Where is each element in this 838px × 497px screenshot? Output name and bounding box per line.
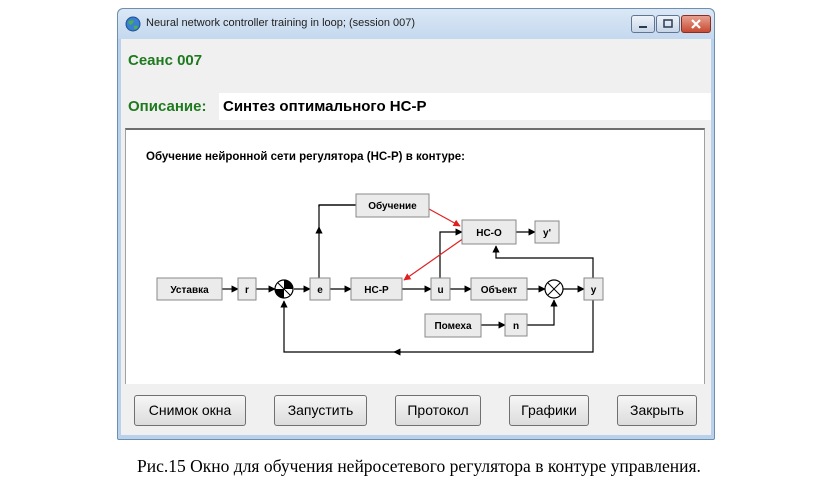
block-training: Обучение — [355, 193, 430, 218]
u-label: u — [437, 285, 443, 296]
window-title: Neural network controller training in lo… — [146, 17, 416, 29]
panel-heading: Обучение нейронной сети регулятора (НС-Р… — [146, 151, 465, 163]
n-label: n — [513, 321, 519, 332]
block-u: u — [430, 277, 451, 301]
description-label: Описание: — [128, 98, 207, 115]
signal-lines — [222, 204, 594, 356]
diagram-panel: Обучение нейронной сети регулятора (НС-Р… — [125, 128, 705, 384]
e-label: e — [317, 285, 323, 296]
session-label: Сеанс 007 — [128, 52, 203, 69]
block-nn-observer: НС-О — [461, 219, 517, 245]
description-field[interactable]: Синтез оптимального НС-Р — [219, 93, 711, 120]
r-label: r — [245, 285, 249, 296]
summing-junction-2 — [544, 279, 564, 299]
snapshot-button[interactable]: Снимок окна — [134, 395, 246, 426]
block-diagram: Уставка r e Обучение НС-Р — [156, 193, 604, 356]
minimize-button[interactable] — [631, 15, 655, 33]
block-e: e — [309, 277, 331, 301]
nn-controller-label: НС-Р — [364, 285, 389, 296]
y-hat-label: y' — [543, 228, 551, 239]
block-y: y — [583, 277, 604, 301]
summing-junction-1 — [274, 279, 294, 299]
graphs-button[interactable]: Графики — [509, 395, 589, 426]
app-window: Neural network controller training in lo… — [117, 8, 715, 440]
close-icon — [691, 19, 701, 29]
close-dialog-button[interactable]: Закрыть — [617, 395, 697, 426]
protocol-button[interactable]: Протокол — [395, 395, 481, 426]
block-y-hat: y' — [534, 220, 560, 244]
client-area: Сеанс 007 Описание: Синтез оптимального … — [121, 39, 711, 435]
figure-caption: Рис.15 Окно для обучения нейросетевого р… — [137, 456, 701, 476]
minimize-icon — [639, 26, 647, 28]
globe-icon — [125, 16, 141, 32]
plant-label: Объект — [481, 284, 518, 296]
training-arrows — [403, 208, 465, 281]
block-r: r — [237, 277, 257, 301]
y-label: y — [591, 285, 597, 296]
close-button[interactable] — [681, 15, 711, 33]
training-label: Обучение — [368, 200, 417, 212]
nn-observer-label: НС-О — [476, 228, 502, 239]
block-disturbance: Помеха — [424, 313, 482, 338]
maximize-icon — [663, 19, 673, 28]
setpoint-label: Уставка — [170, 285, 209, 296]
block-plant: Объект — [470, 277, 528, 301]
block-nn-controller: НС-Р — [350, 277, 403, 301]
run-button[interactable]: Запустить — [274, 395, 367, 426]
block-setpoint: Уставка — [156, 277, 223, 301]
maximize-button[interactable] — [656, 15, 680, 33]
disturbance-label: Помеха — [434, 321, 472, 332]
title-bar[interactable]: Neural network controller training in lo… — [118, 9, 714, 39]
block-n: n — [504, 313, 528, 337]
